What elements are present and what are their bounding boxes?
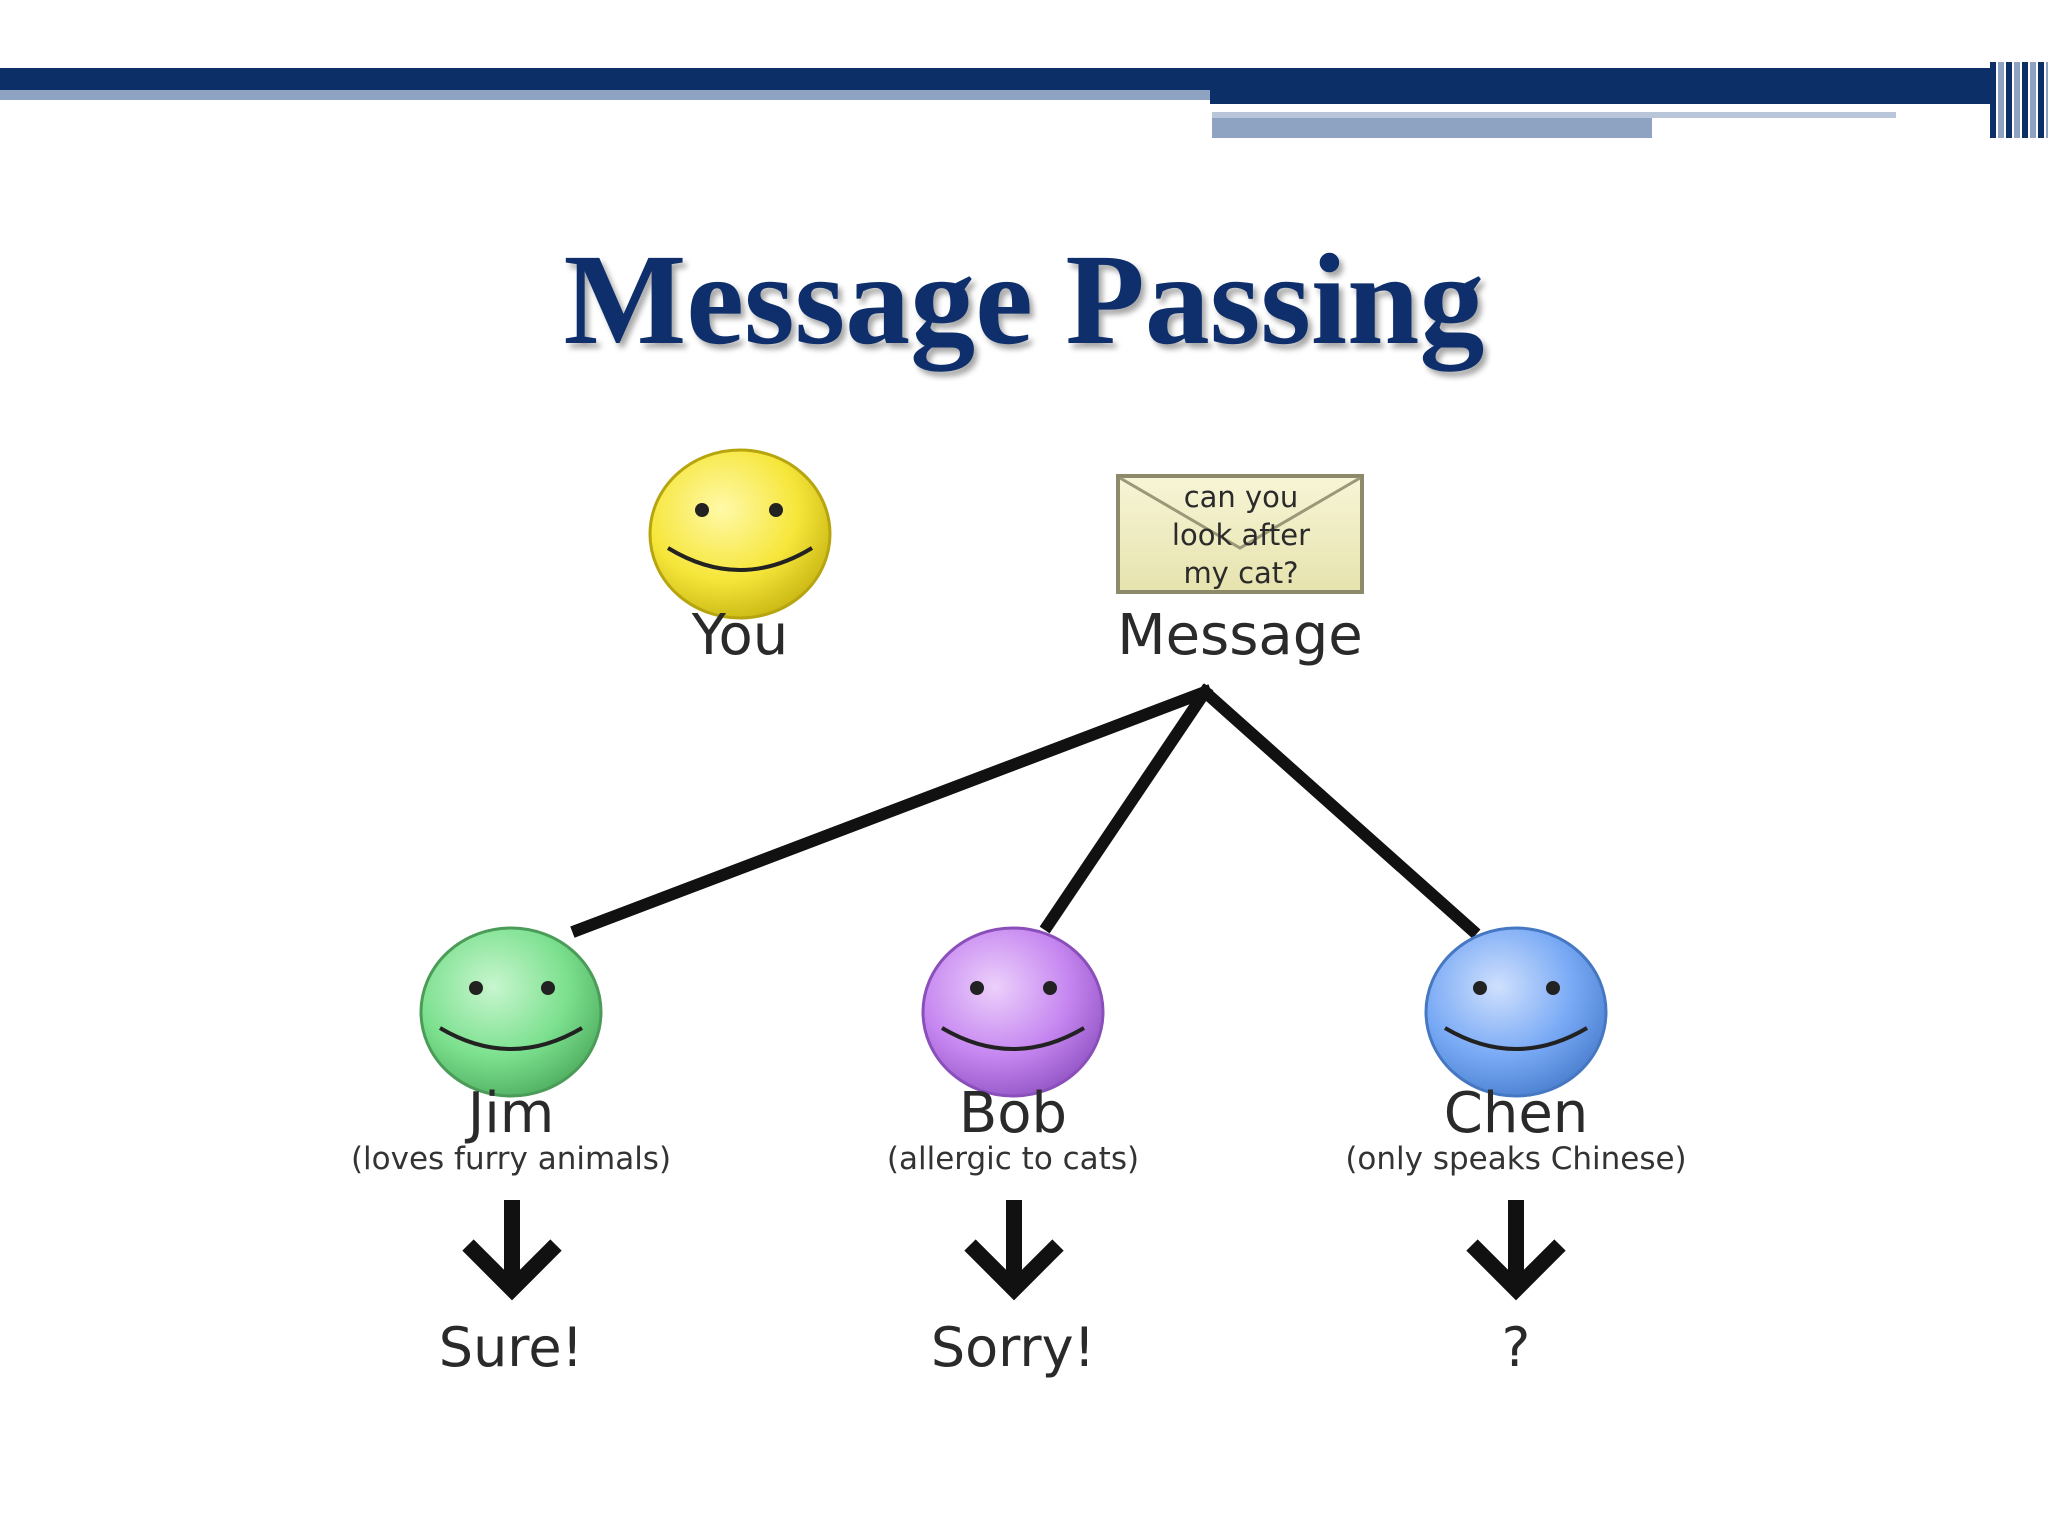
message-line: look after (1171, 518, 1311, 552)
chen-smiley-icon (1424, 926, 1608, 1098)
recipient-name-jim: Jim (467, 1081, 555, 1146)
reply-chen: ? (1501, 1316, 1531, 1379)
banner-end-cap (1990, 62, 2048, 138)
recipient-note-chen: (only speaks Chinese) (1345, 1141, 1687, 1177)
recipient-name-bob: Bob (958, 1081, 1068, 1146)
banner-bar-thin (1212, 112, 1896, 118)
you-smiley-icon (648, 448, 832, 620)
recipient-name-chen: Chen (1443, 1081, 1589, 1146)
down-arrows (462, 1200, 1566, 1301)
arrow-down-icon-jim (462, 1200, 562, 1301)
banner-bar-lower (1210, 90, 1990, 104)
jim-smiley-icon (419, 926, 603, 1098)
recipient-note-jim: (loves furry animals) (350, 1141, 672, 1177)
arrow-down-icon-bob (964, 1200, 1064, 1301)
message-content: can you look after my cat? (1118, 478, 1364, 592)
message-label: Message (1117, 603, 1363, 668)
banner-bar-light (0, 90, 1210, 100)
bob-smiley-icon (921, 926, 1105, 1098)
banner-bar-bottom (1212, 118, 1652, 138)
banner-bar-main (0, 68, 1990, 90)
connector-lines (570, 683, 1481, 939)
sender-label: You (691, 603, 789, 668)
line-to-chen (1196, 683, 1481, 939)
message-line: can you (1183, 480, 1299, 514)
line-to-bob (1039, 683, 1214, 934)
reply-jim: Sure! (438, 1316, 584, 1379)
recipient-note-bob: (allergic to cats) (886, 1141, 1140, 1177)
page-title: Message Passing (563, 228, 1485, 372)
line-to-jim (570, 684, 1213, 938)
envelope-icon (1116, 474, 1364, 594)
arrow-down-icon-chen (1466, 1200, 1566, 1301)
message-line: my cat? (1183, 556, 1299, 590)
reply-bob: Sorry! (930, 1316, 1096, 1379)
